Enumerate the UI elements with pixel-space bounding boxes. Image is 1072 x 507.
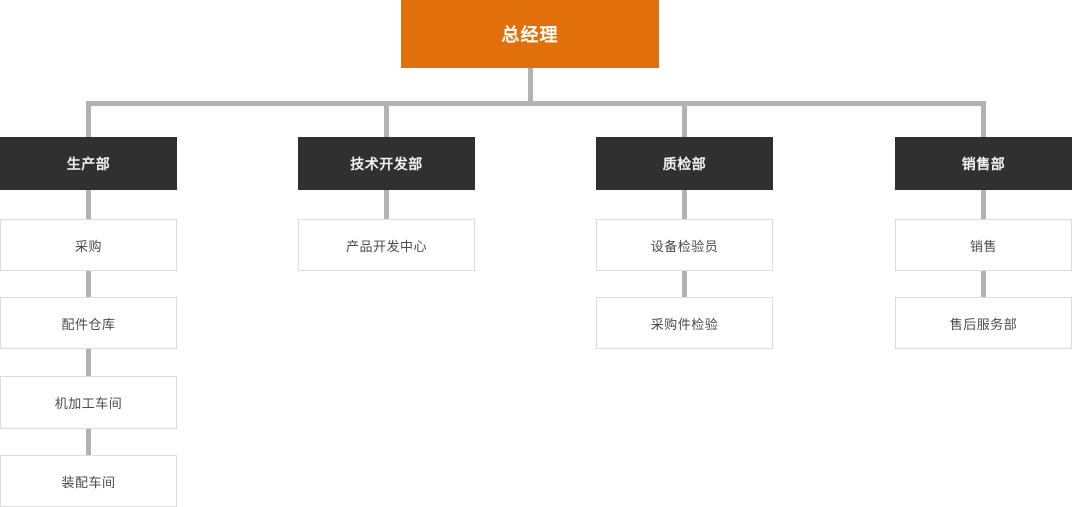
org-node-unit-4-2-label: 售后服务部 xyxy=(949,317,1018,333)
connector-bus-to-dept-3 xyxy=(682,101,687,137)
org-node-root[interactable]: 总经理 xyxy=(401,0,659,68)
org-node-unit-1-3[interactable]: 机加工车间 xyxy=(0,376,177,429)
org-node-dept-1-label: 生产部 xyxy=(66,156,111,173)
org-node-unit-4-1-label: 销售 xyxy=(969,239,997,255)
org-node-unit-1-4[interactable]: 装配车间 xyxy=(0,455,177,507)
connector-dept-2-to-child-1 xyxy=(384,190,389,219)
org-node-unit-2-1-label: 产品开发中心 xyxy=(345,239,427,255)
org-node-unit-1-3-label: 机加工车间 xyxy=(54,397,123,412)
connector-unit-3-1-to-3-2 xyxy=(682,271,687,297)
org-node-unit-3-1-label: 设备检验员 xyxy=(650,239,719,255)
connector-dept-3-to-child-1 xyxy=(682,190,687,219)
connector-unit-1-1-to-1-2 xyxy=(86,271,91,297)
org-node-unit-2-1[interactable]: 产品开发中心 xyxy=(298,219,475,271)
org-node-unit-3-2[interactable]: 采购件检验 xyxy=(596,297,773,349)
org-node-unit-3-1[interactable]: 设备检验员 xyxy=(596,219,773,271)
org-node-dept-2[interactable]: 技术开发部 xyxy=(298,137,475,190)
org-node-unit-1-1[interactable]: 采购 xyxy=(0,219,177,271)
connector-dept-4-to-child-1 xyxy=(981,190,986,219)
org-node-unit-1-2[interactable]: 配件仓库 xyxy=(0,297,177,349)
connector-unit-1-2-to-1-3 xyxy=(86,349,91,376)
connector-dept-1-to-child-1 xyxy=(86,190,91,219)
connector-bus-to-dept-1 xyxy=(86,101,91,137)
org-node-unit-4-2[interactable]: 售后服务部 xyxy=(895,297,1072,349)
org-node-dept-3-label: 质检部 xyxy=(662,156,707,173)
org-node-dept-1[interactable]: 生产部 xyxy=(0,137,177,190)
connector-bus-horizontal xyxy=(88,101,986,106)
connector-root-down xyxy=(528,68,533,104)
org-node-unit-1-2-label: 配件仓库 xyxy=(61,317,116,333)
org-node-unit-4-1[interactable]: 销售 xyxy=(895,219,1072,271)
org-node-unit-1-1-label: 采购 xyxy=(74,239,102,255)
connector-bus-to-dept-2 xyxy=(384,101,389,137)
org-node-dept-4[interactable]: 销售部 xyxy=(895,137,1072,190)
connector-unit-4-1-to-4-2 xyxy=(981,271,986,297)
org-node-dept-4-label: 销售部 xyxy=(961,156,1006,173)
org-node-root-label: 总经理 xyxy=(501,25,559,46)
connector-unit-1-3-to-1-4 xyxy=(86,429,91,455)
org-node-unit-1-4-label: 装配车间 xyxy=(61,475,116,491)
org-node-unit-3-2-label: 采购件检验 xyxy=(650,317,719,333)
org-node-dept-2-label: 技术开发部 xyxy=(350,156,423,173)
org-node-dept-3[interactable]: 质检部 xyxy=(596,137,773,190)
connector-bus-to-dept-4 xyxy=(981,101,986,137)
